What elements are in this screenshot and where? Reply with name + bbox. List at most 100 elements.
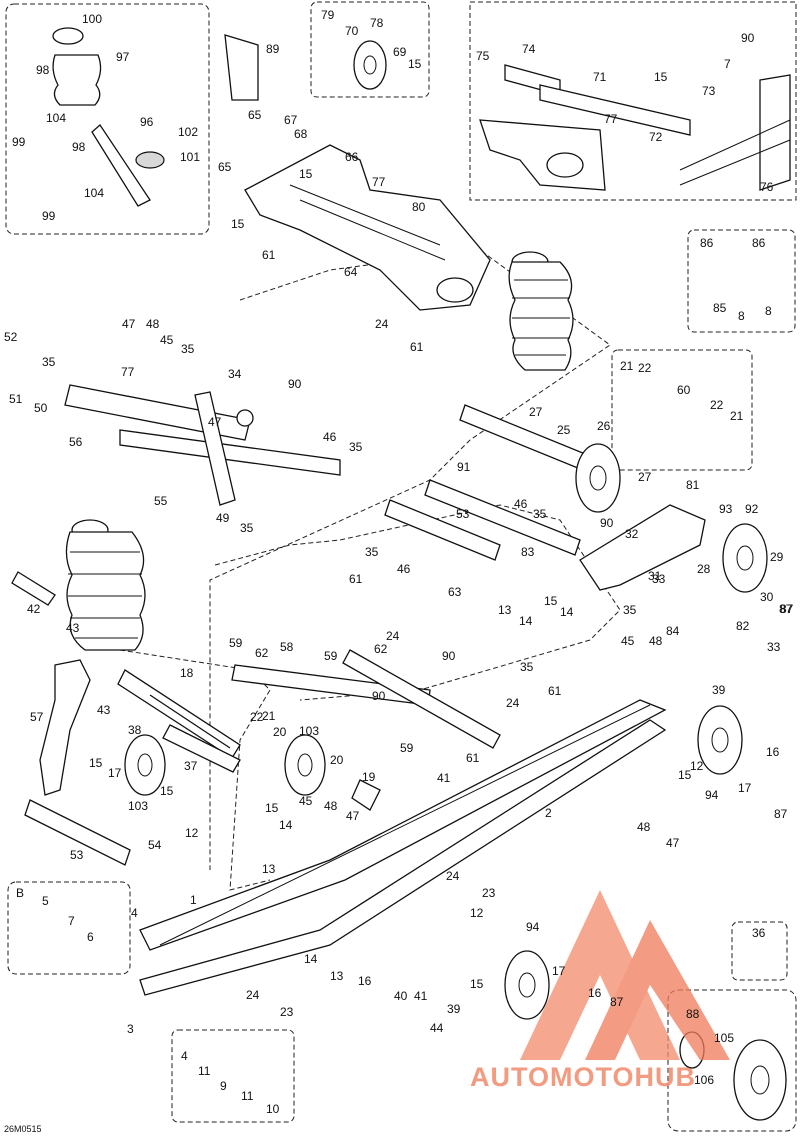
callout-label: 26: [597, 419, 611, 433]
callout-label: 22: [710, 398, 724, 412]
callout-label: 105: [714, 1031, 734, 1045]
callout-label: 90: [600, 516, 614, 530]
callout-label: 50: [34, 401, 48, 415]
callout-label: 48: [637, 820, 651, 834]
callout-label: 7: [68, 914, 75, 928]
callout-label: 51: [9, 392, 23, 406]
inset-bumper: [7, 881, 131, 975]
callout-label: 90: [741, 31, 755, 45]
callout-label: 27: [638, 470, 652, 484]
callout-label: 12: [690, 759, 704, 773]
diagram-reference-code: 26M0515: [4, 1124, 42, 1134]
front-link: [24, 659, 131, 866]
callout-label: 96: [140, 115, 154, 129]
callout-label: 48: [146, 317, 160, 331]
callout-label: 4: [181, 1049, 188, 1063]
callout-label: 7: [724, 57, 731, 71]
callout-label: 68: [294, 127, 308, 141]
callout-label: 45: [299, 794, 313, 808]
callout-label: 15: [678, 768, 692, 782]
callout-label: 87: [780, 602, 794, 616]
callout-label: 18: [180, 666, 194, 680]
callout-label: 67: [284, 113, 298, 127]
callout-label: 14: [560, 605, 574, 619]
callout-label: 104: [46, 111, 66, 125]
callout-label: 11: [241, 1089, 254, 1103]
callout-label: 59: [229, 636, 243, 650]
callout-label: 21: [620, 359, 634, 373]
callout-label: 94: [526, 920, 540, 934]
callout-label: 31: [648, 569, 662, 583]
callout-label: 43: [97, 703, 111, 717]
callout-label: 94: [705, 788, 719, 802]
callout-label: 35: [349, 440, 363, 454]
callout-label: 93: [719, 502, 733, 516]
callout-label: 33: [652, 572, 666, 586]
callout-label: 86: [700, 236, 714, 250]
callout-label: 47: [208, 415, 222, 429]
callout-label: 61: [410, 340, 424, 354]
callout-label: 28: [697, 562, 711, 576]
callout-label: 98: [36, 63, 50, 77]
callout-label: 15: [408, 57, 422, 71]
callout-label: 10: [266, 1102, 280, 1116]
callout-label: 48: [649, 634, 663, 648]
rear-arm: [384, 404, 706, 591]
inset-axle: [611, 349, 753, 471]
callout-label: 8: [765, 304, 772, 318]
callout-label: 46: [323, 430, 337, 444]
callout-label: 45: [621, 634, 635, 648]
callout-label: 14: [519, 614, 533, 628]
callout-label: 24: [446, 869, 460, 883]
callout-label: 19: [362, 770, 376, 784]
shafts: [11, 34, 501, 811]
callout-label: 12: [470, 906, 484, 920]
region-boundary-front: [209, 249, 611, 870]
callout-label: 42: [27, 602, 41, 616]
callout-label: 99: [42, 209, 56, 223]
callout-label: 23: [482, 886, 496, 900]
callout-label: 12: [185, 826, 199, 840]
callout-label: 87: [774, 807, 788, 821]
callout-label: 60: [677, 383, 691, 397]
callout-label: 75: [476, 49, 490, 63]
callout-label: 99: [12, 135, 26, 149]
wheel-78-inset: [353, 40, 387, 90]
callout-label: 52: [4, 330, 18, 344]
callout-label: 106: [694, 1073, 714, 1087]
callout-label: 45: [160, 333, 174, 347]
callout-label: 61: [548, 684, 562, 698]
callout-label: 57: [30, 710, 44, 724]
callout-label: 84: [666, 624, 680, 638]
callout-label: 83: [521, 545, 535, 559]
callout-label: 35: [533, 507, 547, 521]
callout-label: 27: [529, 405, 543, 419]
callout-label: 90: [442, 649, 456, 663]
callout-label: 80: [412, 200, 426, 214]
callout-label: 22: [250, 710, 264, 724]
callout-label: 103: [299, 724, 319, 738]
callout-label: 77: [604, 112, 618, 126]
callout-label: 15: [231, 217, 245, 231]
callout-label: 39: [447, 1002, 461, 1016]
callout-label: 74: [522, 42, 536, 56]
inset-wheel-bolt: [310, 1, 430, 98]
region-boundary-lower: [119, 649, 271, 891]
callout-label: B: [16, 886, 24, 900]
callout-label: 89: [266, 42, 280, 56]
inset-wheel-bearing: [667, 989, 797, 1132]
callout-label: 61: [349, 572, 363, 586]
callout-label: 1: [190, 893, 197, 907]
callout-label: 102: [178, 125, 198, 139]
region-boundary-mid: [214, 504, 621, 701]
inset-cap: [731, 921, 788, 981]
callout-label: 104: [84, 186, 104, 200]
callout-label: 15: [470, 977, 484, 991]
callout-label: 15: [160, 784, 174, 798]
callout-label: 30: [760, 590, 774, 604]
callout-label: 54: [148, 838, 162, 852]
callout-label: 49: [216, 511, 230, 525]
callout-label: 38: [128, 723, 142, 737]
callout-label: 65: [218, 160, 232, 174]
callout-label: 62: [374, 642, 388, 656]
